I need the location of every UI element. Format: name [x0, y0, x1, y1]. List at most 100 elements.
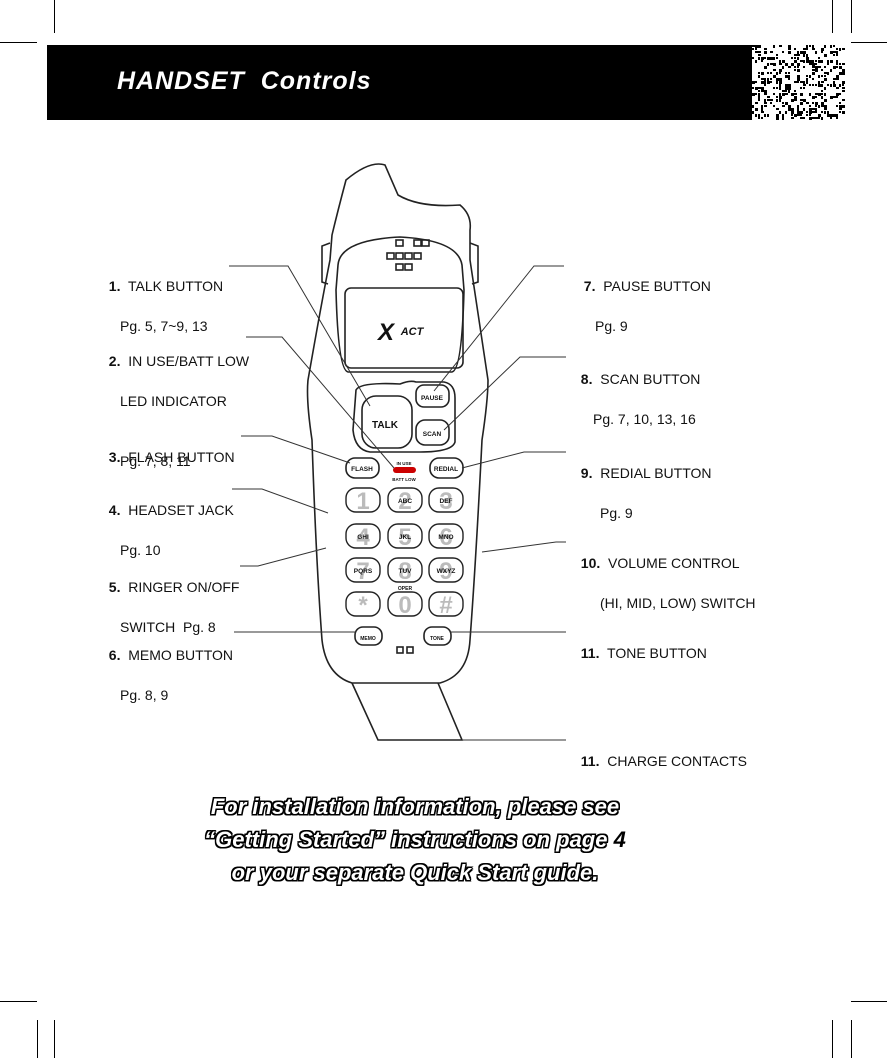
noise-dot — [785, 84, 788, 87]
noise-dot — [770, 63, 773, 65]
noise-dot — [779, 84, 781, 87]
noise-dot — [767, 78, 769, 81]
noise-dot — [755, 114, 757, 117]
crop-mark — [851, 0, 852, 33]
noise-dot — [815, 96, 817, 98]
noise-dot — [776, 72, 778, 75]
noise-dot — [839, 108, 842, 110]
flash-button[interactable] — [345, 457, 380, 479]
noise-dot — [827, 84, 829, 86]
noise-dot — [806, 60, 809, 63]
noise-dot — [758, 57, 760, 60]
keypad-key[interactable] — [345, 523, 381, 549]
noise-dot — [821, 81, 824, 83]
keypad-key[interactable] — [345, 591, 381, 617]
noise-dot — [830, 96, 833, 99]
noise-dot — [806, 48, 808, 50]
noise-dot — [788, 48, 791, 50]
noise-dot — [836, 96, 838, 98]
installation-note: For installation information, please see… — [150, 790, 680, 889]
noise-dot — [791, 108, 794, 111]
noise-dot — [770, 51, 773, 53]
noise-dot — [788, 108, 791, 111]
header-banner: HANDSET Controls — [47, 45, 845, 120]
noise-dot — [839, 102, 841, 104]
noise-dot — [797, 111, 800, 114]
tone-button[interactable] — [423, 626, 452, 646]
noise-dot — [839, 66, 842, 69]
noise-dot — [800, 117, 803, 119]
keypad-key[interactable] — [387, 487, 423, 513]
noise-dot — [806, 57, 809, 60]
noise-dot — [752, 105, 754, 108]
noise-dot — [755, 48, 757, 50]
noise-dot — [794, 93, 797, 95]
noise-dot — [818, 84, 821, 87]
keypad-key[interactable] — [428, 591, 464, 617]
noise-dot — [785, 72, 787, 74]
noise-dot — [812, 66, 815, 68]
noise-dot — [758, 99, 760, 101]
noise-dot — [800, 81, 803, 83]
scan-button[interactable] — [415, 419, 450, 446]
noise-dot — [821, 51, 823, 53]
noise-dot — [773, 63, 776, 66]
noise-dot — [809, 117, 812, 120]
noise-dot — [797, 114, 800, 116]
noise-dot — [815, 111, 817, 113]
keypad-key[interactable] — [428, 557, 464, 583]
key-digit: 6 — [439, 524, 452, 551]
keypad-key[interactable] — [345, 557, 381, 583]
noise-dot — [797, 66, 799, 68]
keypad-key[interactable] — [345, 487, 381, 513]
noise-dot — [812, 72, 815, 75]
noise-dot — [836, 48, 838, 50]
noise-dot — [824, 93, 826, 96]
noise-dot — [803, 87, 805, 89]
noise-dot — [839, 48, 841, 51]
memo-button[interactable] — [354, 626, 383, 646]
keypad-key[interactable] — [387, 591, 423, 617]
noise-dot — [770, 102, 772, 104]
crop-mark — [37, 1020, 38, 1058]
noise-dot — [824, 87, 826, 90]
keypad-key[interactable] — [387, 557, 423, 583]
keypad-key[interactable] — [428, 487, 464, 513]
noise-dot — [806, 102, 809, 104]
noise-dot — [803, 84, 806, 86]
noise-dot — [779, 63, 782, 65]
noise-dot — [755, 51, 758, 53]
keypad-key[interactable] — [387, 523, 423, 549]
noise-dot — [809, 84, 811, 86]
noise-dot — [782, 102, 784, 104]
noise-dot — [758, 54, 761, 56]
noise-dot — [788, 75, 790, 78]
noise-dot — [758, 87, 761, 89]
noise-dot — [794, 69, 796, 71]
noise-dot — [776, 87, 778, 89]
callout-tone-button: 11. TONE BUTTON — [580, 645, 707, 661]
noise-dot — [830, 69, 832, 72]
noise-dot — [773, 105, 775, 107]
noise-dot — [806, 114, 808, 116]
led-indicator — [393, 467, 416, 473]
crop-mark — [0, 42, 37, 43]
noise-dot — [812, 45, 814, 48]
keypad-key[interactable] — [428, 523, 464, 549]
pause-button[interactable] — [415, 384, 450, 408]
noise-dot — [842, 69, 845, 72]
noise-dot — [800, 114, 802, 116]
noise-dot — [758, 75, 760, 78]
noise-dot — [788, 72, 790, 74]
leader-line — [240, 547, 327, 567]
noise-dot — [836, 117, 838, 119]
noise-dot — [782, 93, 785, 96]
noise-dot — [839, 63, 841, 65]
noise-dot — [827, 114, 830, 117]
noise-dot — [788, 45, 791, 48]
noise-dot — [791, 114, 793, 116]
noise-dot — [812, 78, 814, 80]
noise-dot — [830, 114, 833, 117]
talk-button[interactable] — [361, 395, 413, 449]
key-digit: # — [439, 592, 452, 619]
